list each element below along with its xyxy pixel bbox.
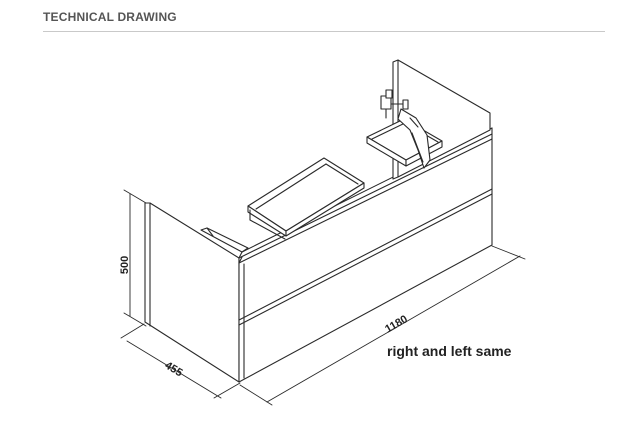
middle-drawer-box <box>247 157 365 240</box>
siphon-icon <box>380 89 431 169</box>
width-dimension-label: 1180 <box>383 313 410 335</box>
mirror-note: right and left same <box>387 343 512 359</box>
height-dimension <box>123 189 147 327</box>
inner-left-tray <box>200 227 249 253</box>
front-fascia <box>238 133 493 383</box>
height-dimension-label: 500 <box>119 256 131 274</box>
width-dimension <box>239 245 526 406</box>
left-side-panel <box>144 202 240 383</box>
header-divider <box>43 31 605 32</box>
page-title: TECHNICAL DRAWING <box>43 10 177 24</box>
drawer-divisions <box>238 188 493 326</box>
depth-dimension <box>120 323 241 399</box>
depth-dimension-label: 455 <box>163 360 185 380</box>
